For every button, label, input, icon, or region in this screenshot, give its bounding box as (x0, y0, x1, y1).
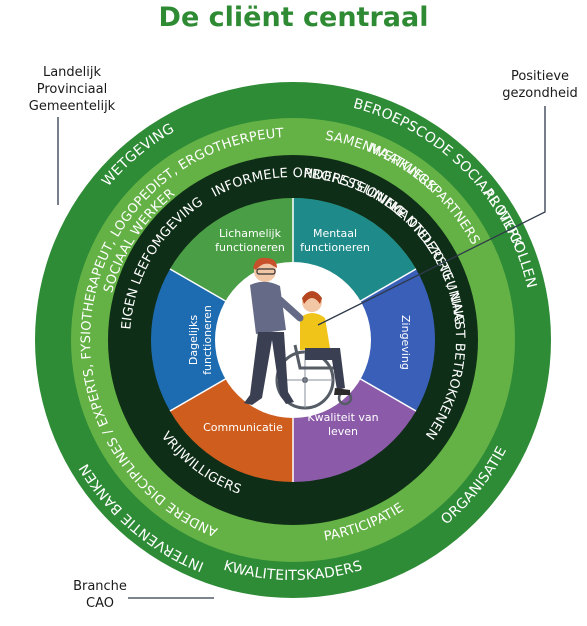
segment-label-communicatie: Communicatie (203, 421, 283, 434)
segment-label-kwaliteit: Kwaliteit van leven (307, 411, 378, 438)
segment-label-lichamelijk: Lichamelijk functioneren (215, 227, 285, 254)
segment-label-mentaal-line1: Mentaal (313, 227, 357, 240)
segment-label-mentaal: Mentaal functioneren (300, 227, 370, 254)
annotation-top-right: Positieve gezondheid (317, 69, 578, 326)
annotation-gezondheid: gezondheid (502, 86, 578, 101)
segment-label-kwaliteit-line1: Kwaliteit van (307, 411, 378, 424)
annotation-landelijk: Landelijk (43, 65, 102, 80)
person-pushing-wheelchair-illustration (244, 257, 353, 410)
segment-label-dagelijks: Dagelijks functioneren (187, 305, 214, 375)
annotation-provinciaal: Provinciaal (37, 82, 107, 97)
segment-label-dagelijks-line2: functioneren (201, 305, 214, 375)
annotation-cao: CAO (86, 596, 114, 611)
segment-label-mentaal-line2: functioneren (300, 241, 370, 254)
annotation-positieve: Positieve (511, 69, 569, 84)
segment-label-kwaliteit-line2: leven (328, 425, 358, 438)
annotation-bottom-left: Branche CAO (73, 579, 214, 611)
diagram-title: De cliënt centraal (158, 2, 429, 33)
segment-label-lichamelijk-line2: functioneren (215, 241, 285, 254)
annotation-top-left: Landelijk Provinciaal Gemeentelijk (29, 65, 116, 205)
segment-label-lichamelijk-line1: Lichamelijk (219, 227, 282, 240)
annotation-branche: Branche (73, 579, 127, 594)
segment-label-dagelijks-line1: Dagelijks (187, 315, 200, 365)
annotation-gemeentelijk: Gemeentelijk (29, 99, 116, 114)
segment-label-zingeving: Zingeving (399, 315, 412, 370)
